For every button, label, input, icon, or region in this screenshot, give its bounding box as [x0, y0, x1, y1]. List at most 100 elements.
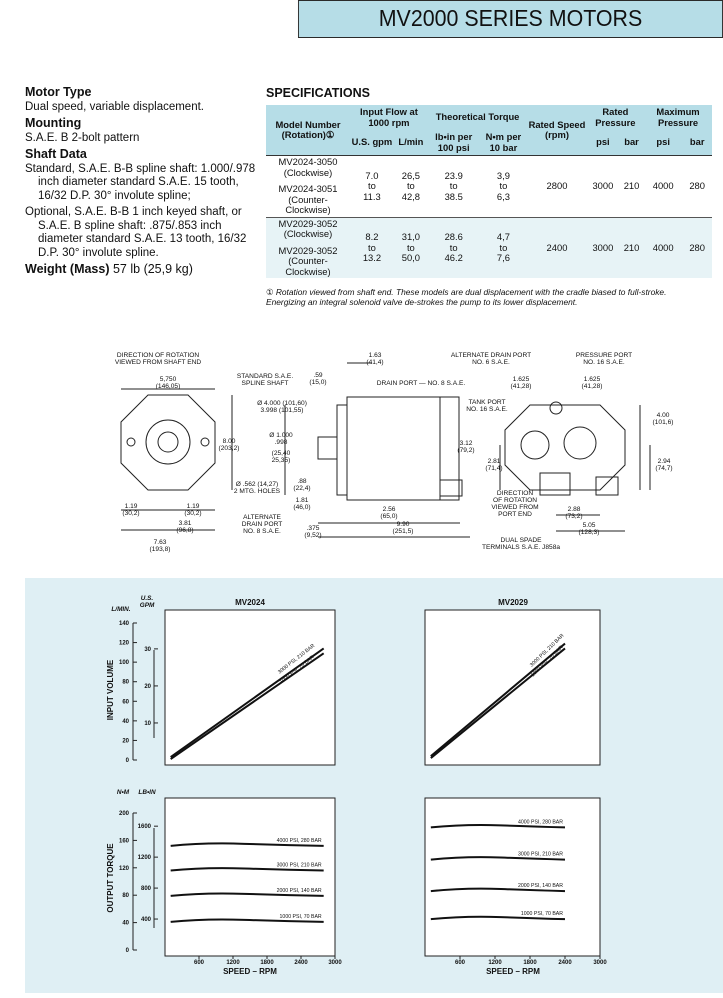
dim-label: 1.625(41,28)	[582, 376, 603, 390]
port-end-outline	[504, 404, 626, 491]
weight-value: 57 lb (25,9 kg)	[112, 262, 193, 276]
x-tick-label: 2400	[558, 960, 572, 966]
left-graph-title: MV2024	[235, 598, 265, 607]
gpm-tick-label: 30	[144, 647, 151, 653]
series-title-banner: MV2000 SERIES MOTORS	[297, 0, 723, 38]
dim-label: 9.90(251,5)	[393, 521, 414, 535]
x-tick-label: 3000	[328, 960, 342, 966]
col-input-flow: Input Flow at 1000 rpm	[350, 105, 428, 130]
shaft-standard: Standard, S.A.E. B-B spline shaft: 1.000…	[25, 162, 256, 202]
torque-curve-left	[170, 842, 324, 847]
col-rp-psi: psi	[586, 130, 620, 156]
pressure-port	[563, 426, 597, 460]
model-number: MV2024-3050 (Clockwise)MV2024-3051 (Coun…	[266, 155, 350, 217]
torque-curve-left	[170, 892, 324, 897]
torque-curve-right	[430, 915, 566, 921]
x-tick-label: 3000	[593, 960, 607, 966]
model-number: MV2029-3052 (Clockwise)MV2029-3052 (Coun…	[266, 216, 350, 278]
torque-curve-right	[430, 823, 566, 829]
nm-tick-label: 40	[122, 921, 129, 927]
mp-bar-cell: 280	[682, 216, 712, 278]
right-graph-title: MV2029	[498, 598, 528, 607]
xlabel-left: SPEED – RPM	[223, 967, 277, 976]
dim-label: Ø 4.000 (101,60)3.998 (101,55)	[257, 400, 307, 414]
lmin-tick-label: 20	[122, 738, 129, 744]
nm-tick-label: 160	[119, 838, 130, 844]
torque-curve-label-left: 1000 PSI, 70 BAR	[280, 914, 322, 920]
nm-tick-label: 200	[119, 811, 130, 817]
xlabel-right: SPEED – RPM	[486, 967, 540, 976]
col-rated-speed: Rated Speed (rpm)	[527, 105, 587, 156]
nm-tick-label: 120	[119, 866, 130, 872]
dim-label: 2.94(74,7)	[655, 458, 672, 472]
flow-curve-3000psi-left	[170, 647, 325, 758]
specifications-heading: SPECIFICATIONS	[266, 86, 370, 100]
flow-panel-left	[164, 609, 336, 766]
flange-side	[336, 404, 348, 496]
unit-gpm: U.S.GPM	[140, 595, 155, 609]
x-tick-label: 600	[194, 960, 205, 966]
lbin-tick-label: 1200	[138, 855, 152, 861]
lmin-tick-label: 80	[122, 680, 129, 686]
weight: Weight (Mass) 57 lb (25,9 kg)	[25, 262, 260, 277]
dim-label: Ø 1.000.998	[269, 432, 293, 446]
dim-label: 1.81(46,0)	[293, 497, 310, 511]
torque-curve-label-left: 2000 PSI, 140 BAR	[277, 888, 322, 894]
torque-curve-label-right: 2000 PSI, 140 BAR	[518, 883, 563, 889]
col-max-pressure: Maximum Pressure	[644, 105, 712, 130]
alternate-drain-port	[549, 401, 563, 415]
col-mp-bar: bar	[682, 130, 712, 156]
mp-psi-cell: 4000	[644, 216, 683, 278]
unit-lbin: LB•IN	[138, 789, 156, 796]
motor-type: Dual speed, variable displacement.	[25, 100, 204, 113]
table-row: MV2029-3052 (Clockwise)MV2029-3052 (Coun…	[266, 216, 712, 278]
torque-curve-label-right: 1000 PSI, 70 BAR	[521, 911, 563, 917]
lmin-tick-label: 140	[119, 621, 130, 627]
dim-label: 2.88(73,2)	[565, 506, 582, 520]
mounting-hole	[126, 437, 136, 447]
dim-label: .375(9,52)	[304, 525, 321, 539]
lmin-tick-label: 60	[122, 699, 129, 705]
performance-graphs: L/MIN. U.S.GPM N•M LB•IN MV2024 MV2029 I…	[25, 578, 723, 993]
ylabel-input-volume: INPUT VOLUME	[106, 659, 115, 720]
dim-label: 1.63(41,4)	[366, 352, 383, 366]
col-gpm: U.S. gpm	[350, 130, 394, 156]
x-tick-label: 600	[455, 960, 466, 966]
rpm-cell: 2800	[527, 155, 587, 217]
torque-panel-right	[424, 797, 601, 957]
motor-info: Motor Type Dual speed, variable displace…	[25, 84, 260, 277]
ylabel-output-torque: OUTPUT TORQUE	[106, 843, 115, 913]
dim-label: 2.81(71,4)	[485, 458, 502, 472]
torque-curve-right	[430, 856, 566, 861]
lmin-tick-label: 0	[126, 758, 130, 764]
dim-label: 3.12(79,2)	[457, 440, 474, 454]
dim-label: .88(22,4)	[293, 478, 310, 492]
dim-label: DRAIN PORT — NO. 8 S.A.E.	[377, 380, 466, 387]
shaft-circle	[157, 431, 179, 453]
mp-bar-cell: 280	[682, 155, 712, 217]
rp-bar-cell: 210	[619, 216, 645, 278]
dim-label: 2.56(65,0)	[380, 506, 397, 520]
mounting: S.A.E. B 2-bolt pattern	[25, 131, 140, 144]
gpm-tick-label: 10	[144, 721, 151, 727]
torque-curve-label-left: 4000 PSI, 280 BAR	[277, 838, 322, 844]
dim-label: 8.00(203,2)	[219, 438, 240, 452]
flow-curve-3000psi-right	[430, 642, 566, 757]
torque-curve-right	[430, 887, 566, 893]
torque-curve-label-right: 3000 PSI, 210 BAR	[518, 852, 563, 858]
dim-label: 5.05(128,3)	[579, 522, 600, 536]
dim-label: 3.81(96,8)	[176, 520, 193, 534]
lmin-tick-label: 100	[119, 660, 130, 666]
footnote-text: Rotation viewed from shaft end. These mo…	[266, 287, 667, 307]
footnote-mark: ①	[266, 287, 274, 297]
lbin-tick-label: 800	[141, 886, 152, 892]
shaft-optional: Optional, S.A.E. B-B 1 inch keyed shaft,…	[25, 206, 247, 259]
